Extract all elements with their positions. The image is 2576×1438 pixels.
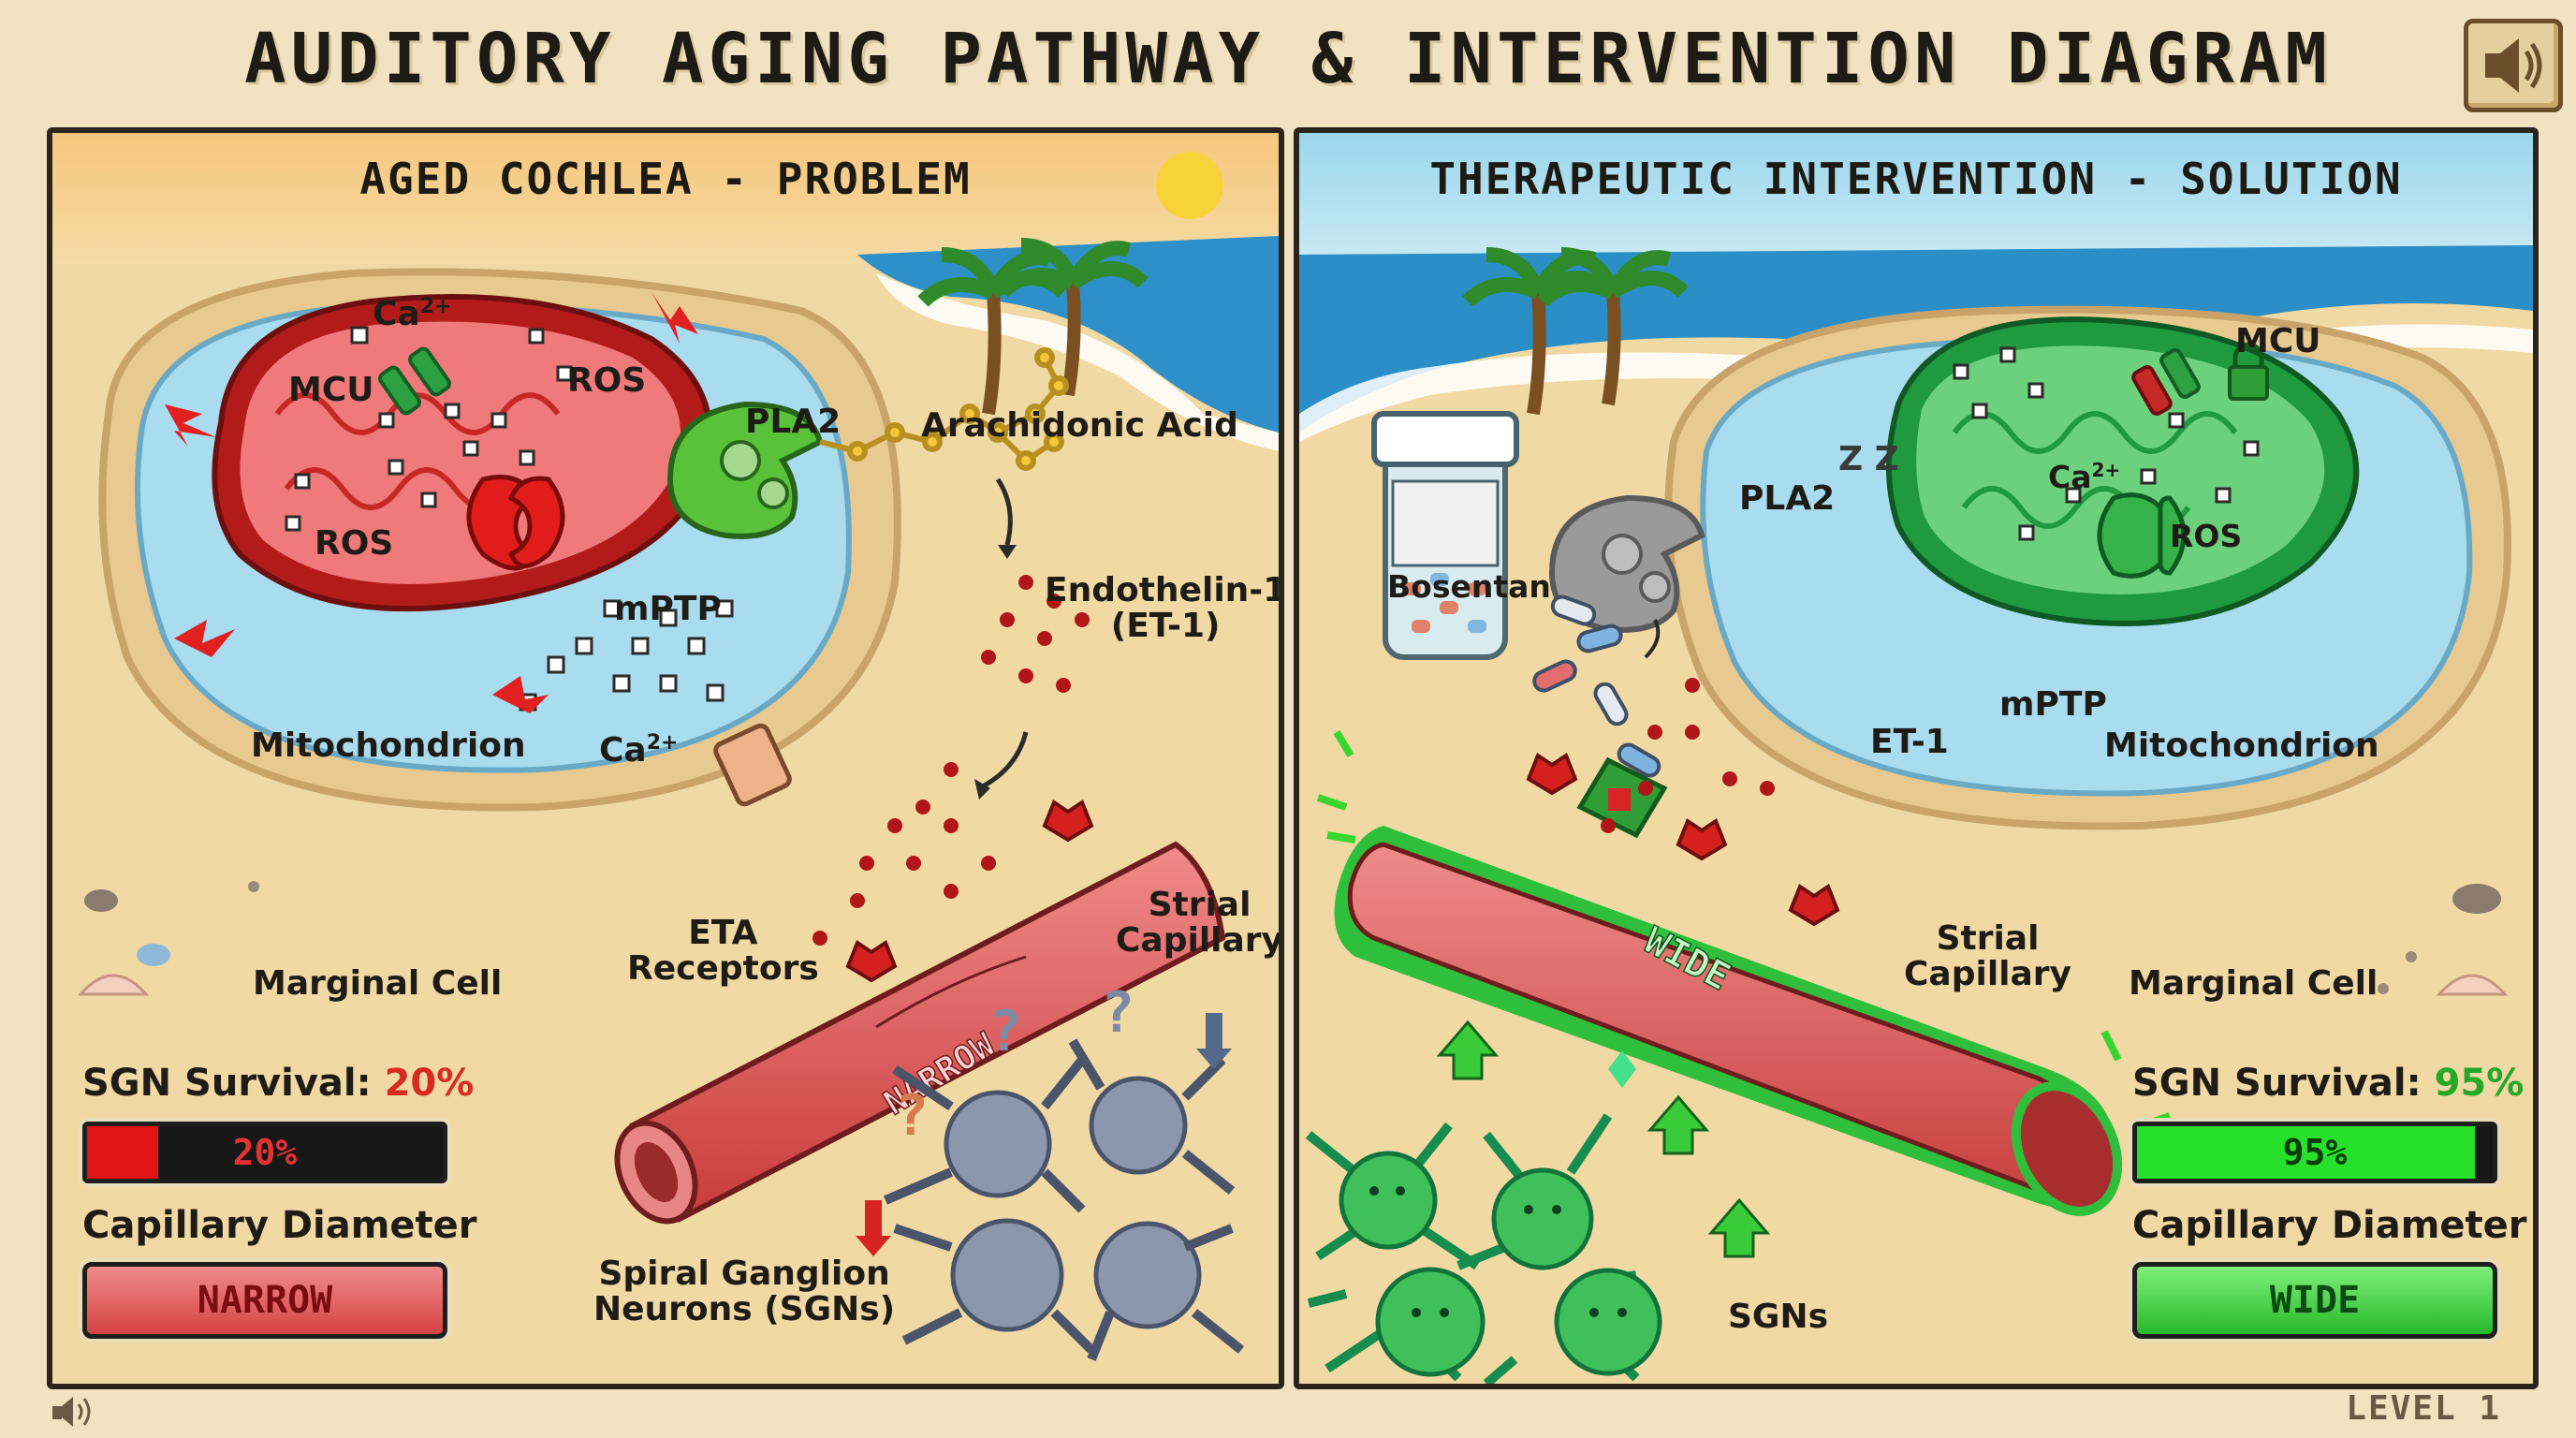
solution-panel: WIDE: [1294, 127, 2539, 1389]
eta-receptors-on-vessel: [1526, 752, 1840, 927]
calcium-ion-cluster: [1953, 346, 2260, 541]
mcu-channel-icon: [2131, 348, 2201, 416]
endothelin-particles: [1601, 678, 1775, 833]
sgn-survival-bar-fill: [87, 1126, 158, 1179]
problem-panel: NARROW ? ? ?: [47, 127, 1284, 1389]
strial-capillary-label: Strial Capillary: [1116, 886, 1284, 960]
capillary-diameter-label: Capillary Diameter: [2132, 1204, 2527, 1247]
speaker-icon: [52, 1397, 91, 1427]
endothelin-particles: [812, 575, 1090, 946]
mptp-pore-icon: [466, 475, 565, 571]
calcium-ion-cluster: [285, 326, 734, 712]
lock-icon: [2228, 342, 2269, 401]
sgn-survival-label: SGN Survival: 20%: [82, 1062, 475, 1105]
arachidonic-acid-icon: [819, 347, 1069, 471]
endothelin-label: Endothelin-1 (ET-1): [1045, 571, 1284, 645]
palm-tree-icon: [917, 238, 1149, 416]
damaged-mitochondrion: [212, 294, 713, 612]
up-arrow-icon: [1436, 1020, 1771, 1258]
sgn-survival-bar-text: 95%: [2282, 1132, 2348, 1173]
svg-text:?: ?: [895, 1083, 929, 1149]
capillary-diameter-indicator: WIDE: [2132, 1262, 2497, 1339]
pla2-enzyme-icon: [666, 401, 824, 539]
bosentan-pills-icon: [1532, 594, 1661, 778]
ros-label: ROS: [567, 361, 647, 400]
mitochondrion-label: Mitochondrion: [251, 726, 526, 765]
sgn-survival-label: SGN Survival: 95%: [2132, 1062, 2525, 1105]
damage-spark-icon: [165, 292, 698, 713]
mcu-label: MCU: [288, 371, 374, 409]
eta-receptor-icon: [713, 723, 792, 807]
capillary-diameter-indicator: NARROW: [82, 1262, 447, 1339]
beach-decor: [2378, 884, 2509, 996]
beach-decor: [77, 881, 259, 996]
sgn-survival-bar-text: 20%: [232, 1132, 298, 1173]
solution-panel-title: THERAPEUTIC INTERVENTION - SOLUTION: [1429, 154, 2403, 204]
arachidonic-acid-label: Arachidonic Acid: [921, 406, 1238, 445]
dying-sgn-neurons: [884, 1038, 1245, 1361]
eta-receptors-label: ETA Receptors: [627, 914, 819, 988]
strial-capillary-label: Strial Capillary: [1904, 919, 2072, 993]
level-indicator: LEVEL 1: [2346, 1389, 2501, 1428]
marginal-cell-label: Marginal Cell: [253, 964, 503, 1003]
sgn-label: SGNs: [1728, 1298, 1829, 1336]
sgn-survival-bar: 95%: [2132, 1122, 2497, 1183]
sgn-label: Spiral Ganglion Neurons (SGNs): [593, 1255, 896, 1328]
footer-sound-button[interactable]: [49, 1393, 101, 1431]
svg-text:?: ?: [1101, 980, 1134, 1046]
bosentan-label: Bosentan: [1387, 568, 1551, 605]
mcu-channel-icon: [378, 346, 451, 416]
wide-capillary: [1334, 826, 2123, 1216]
solution-scene: WIDE: [1299, 133, 2533, 1384]
marginal-cell-label: Marginal Cell: [2129, 964, 2378, 1003]
pla2-label: PLA2: [1739, 479, 1836, 518]
blocked-eta-receptor-icon: [1576, 756, 1668, 839]
mptp-label: mPTP: [614, 590, 722, 628]
et1-label: ET-1: [1870, 723, 1949, 761]
speaker-icon: [2485, 38, 2542, 93]
mptp-pore-icon: [2097, 492, 2187, 579]
question-mark-icon: ? ? ?: [895, 980, 1134, 1149]
sound-button[interactable]: [2464, 19, 2563, 112]
inactive-pla2-icon: [1548, 494, 1705, 633]
svg-text:?: ?: [988, 999, 1022, 1064]
capillary-diameter-label: Capillary Diameter: [82, 1204, 477, 1247]
ca-ion-label-2: Ca2+: [599, 731, 679, 770]
capillary-state-text: WIDE: [2269, 1279, 2361, 1322]
healthy-sgn-neurons: [1305, 1113, 1662, 1384]
capillary-state-text: NARROW: [197, 1279, 333, 1322]
bosentan-bottle-icon: [1371, 411, 1519, 660]
problem-scene: NARROW ? ? ?: [52, 133, 1279, 1384]
sleep-z-label: Z Z: [1838, 440, 1899, 478]
palm-tree-icon: [1462, 247, 1689, 416]
page-title: AUDITORY AGING PATHWAY & INTERVENTION DI…: [244, 19, 2332, 99]
down-arrow-icon: [856, 1013, 1232, 1256]
mptp-label: mPTP: [1999, 685, 2107, 724]
mitochondrion-label: Mitochondrion: [2104, 726, 2379, 765]
problem-panel-title: AGED COCHLEA - PROBLEM: [359, 154, 972, 204]
sun-icon: [1156, 152, 1223, 219]
sgn-survival-bar-fill: [2137, 1126, 2475, 1179]
ros-label-2: ROS: [315, 524, 394, 563]
sgn-survival-bar: 20%: [82, 1122, 447, 1183]
ros-label: ROS: [2170, 518, 2243, 554]
eta-receptors-on-vessel: [845, 799, 1094, 983]
narrow-capillary: [614, 841, 1226, 1225]
pla2-label: PLA2: [745, 403, 842, 441]
mcu-label: MCU: [2235, 322, 2321, 360]
ca-ion-label: Ca2+: [373, 295, 452, 333]
ca-ion-label: Ca2+: [2048, 459, 2121, 495]
